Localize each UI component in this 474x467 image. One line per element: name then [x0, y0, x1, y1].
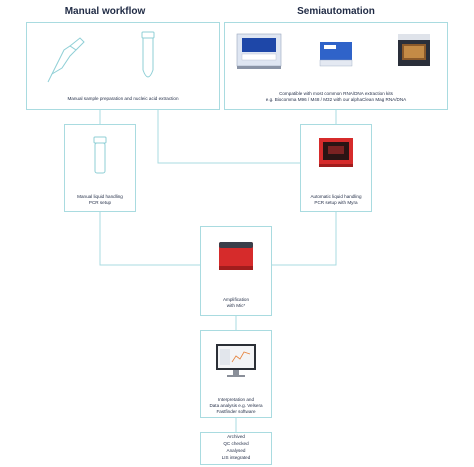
final-output-box	[200, 432, 272, 465]
final-caption-2: QC checked	[223, 441, 249, 446]
sample-tube-icon	[141, 31, 155, 78]
extraction-instrument-tower-icon	[398, 34, 430, 66]
manual-workflow-heading: Manual workflow	[64, 6, 146, 17]
amplification-caption-1: Amplification	[222, 297, 250, 302]
manual-pcr-caption-1: Manual liquid handling	[77, 194, 123, 199]
myra-liquid-handler-icon	[319, 138, 353, 167]
manual-pcr-caption-2: PCR setup	[88, 200, 112, 205]
manual-extraction-caption: Manual sample preparation and nucleic ac…	[67, 96, 179, 101]
auto-pcr-caption-2: PCR setup with Myra	[314, 200, 358, 205]
analysis-caption-1: Interpretation and	[217, 397, 254, 402]
semiautomation-heading: Semiautomation	[297, 6, 375, 17]
semi-extraction-caption-1: Compatible with most common RNA/DNA extr…	[279, 91, 393, 96]
analysis-monitor-icon	[216, 344, 256, 377]
mic-qpcr-cycler-icon	[219, 242, 253, 270]
amplification-caption-2: with Mic*	[226, 303, 246, 308]
final-caption-4: LIS integrated	[221, 455, 251, 460]
extraction-instrument-compact-icon	[319, 42, 353, 67]
pipette-icon	[47, 37, 85, 83]
final-caption-1: Archived	[227, 434, 245, 439]
pcr-tube-icon	[93, 136, 107, 174]
semi-extraction-caption-2: e.g. Biocomma M96 / M48 / M32 with our a…	[265, 97, 407, 102]
analysis-caption-2: Data analysis e.g. Velsera	[209, 403, 263, 408]
auto-pcr-caption-1: Automatic liquid handling	[310, 194, 362, 199]
final-caption-3: Analysed	[226, 448, 246, 453]
manual-extraction-box	[26, 22, 220, 110]
extraction-instrument-large-icon	[236, 33, 282, 69]
analysis-caption-3: Fastfinder software	[216, 409, 256, 414]
manual-pcr-box	[64, 124, 136, 212]
amplification-box	[200, 226, 272, 316]
